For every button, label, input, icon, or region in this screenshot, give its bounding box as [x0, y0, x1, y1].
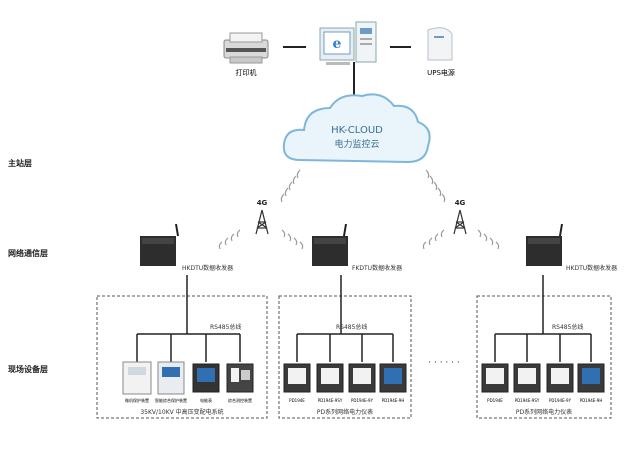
group-3-device-4-label: PD194E-9H	[580, 398, 603, 403]
field-group-3	[476, 295, 612, 419]
group-1-device-1-label: 微机保护装置	[125, 397, 149, 403]
layer-label-field: 现场设备层	[8, 364, 48, 374]
tower-left-icon	[255, 209, 269, 235]
group-2-caption: PD系列网络电力仪表	[317, 408, 373, 416]
gateway-right-icon	[526, 223, 563, 266]
more-groups-ellipsis: · · · · · ·	[428, 358, 459, 368]
device-protection-relay-icon	[122, 361, 152, 395]
bus-label-3: RS485总线	[552, 323, 583, 331]
tower-left-label: 4G	[257, 199, 268, 207]
tower-right-label: 4G	[455, 199, 466, 207]
gateway-left-label: HKDTU数据收发器	[182, 264, 233, 272]
gateway-left-icon	[140, 223, 179, 266]
layer-label-station: 主站层	[8, 158, 32, 168]
field-group-2	[278, 295, 412, 419]
group-3-device-1-label: PD194E	[487, 398, 503, 403]
bus-label-2: RS485总线	[336, 323, 367, 331]
cloud-icon	[282, 93, 431, 164]
group-3-caption: PD系列网络电力仪表	[516, 408, 572, 416]
bus-3	[494, 333, 592, 362]
group-1-device-4-label: 综合测控装置	[228, 397, 252, 403]
group-2-meters-icon	[283, 363, 407, 393]
wireless-signal-right-low-left-icon	[422, 229, 445, 250]
tower-right-icon	[453, 209, 467, 235]
cloud-subtitle: 电力监控云	[334, 138, 379, 150]
group-1-caption: 35KV/10KV 中高压变配电系统	[140, 408, 223, 416]
workstation-icon: e	[319, 21, 377, 65]
gateway-mid-icon	[312, 223, 348, 266]
group-1-device-3-label: 电能表	[200, 397, 212, 403]
group-2-device-3-label: PD194E-9Y	[351, 398, 374, 403]
group-2-device-4-label: PD194E-9H	[382, 398, 405, 403]
wireless-signal-left-low-icon	[218, 229, 241, 250]
wireless-signal-right-low-right-icon	[477, 229, 500, 250]
cloud-title: HK-CLOUD	[331, 125, 383, 136]
group-3-meters-icon	[481, 363, 605, 393]
group-2-device-1-label: PD194E	[289, 398, 305, 403]
gateway-right-label: HKDTU数据收发器	[566, 264, 617, 272]
wireless-signal-mid-low-icon	[281, 229, 304, 250]
svg-text:e: e	[333, 36, 342, 52]
bus-1	[136, 333, 241, 362]
bus-2	[296, 333, 394, 362]
wireless-signal-cloud-left-icon	[280, 169, 301, 203]
device-integrated-protection-icon	[157, 361, 185, 395]
printer-icon	[223, 32, 269, 64]
layer-label-network: 网络通信层	[8, 248, 48, 258]
group-2-device-2-label: PD194E-9SY	[318, 398, 343, 403]
bus-label-1: RS485总线	[210, 323, 241, 331]
wireless-signal-cloud-right-icon	[425, 169, 446, 203]
gateway-mid-label: FKDTU数据收发器	[352, 264, 402, 272]
field-group-1	[96, 295, 268, 419]
ups-icon	[427, 27, 453, 61]
device-meter-icon	[192, 363, 220, 393]
group-3-device-3-label: PD194E-9Y	[549, 398, 572, 403]
group-3-device-2-label: PD194E-9SY	[515, 398, 540, 403]
ups-label: UPS电源	[427, 68, 455, 77]
printer-label: 打印机	[236, 68, 257, 77]
device-control-unit-icon	[226, 363, 254, 393]
group-1-device-2-label: 智能综合保护装置	[155, 397, 187, 403]
